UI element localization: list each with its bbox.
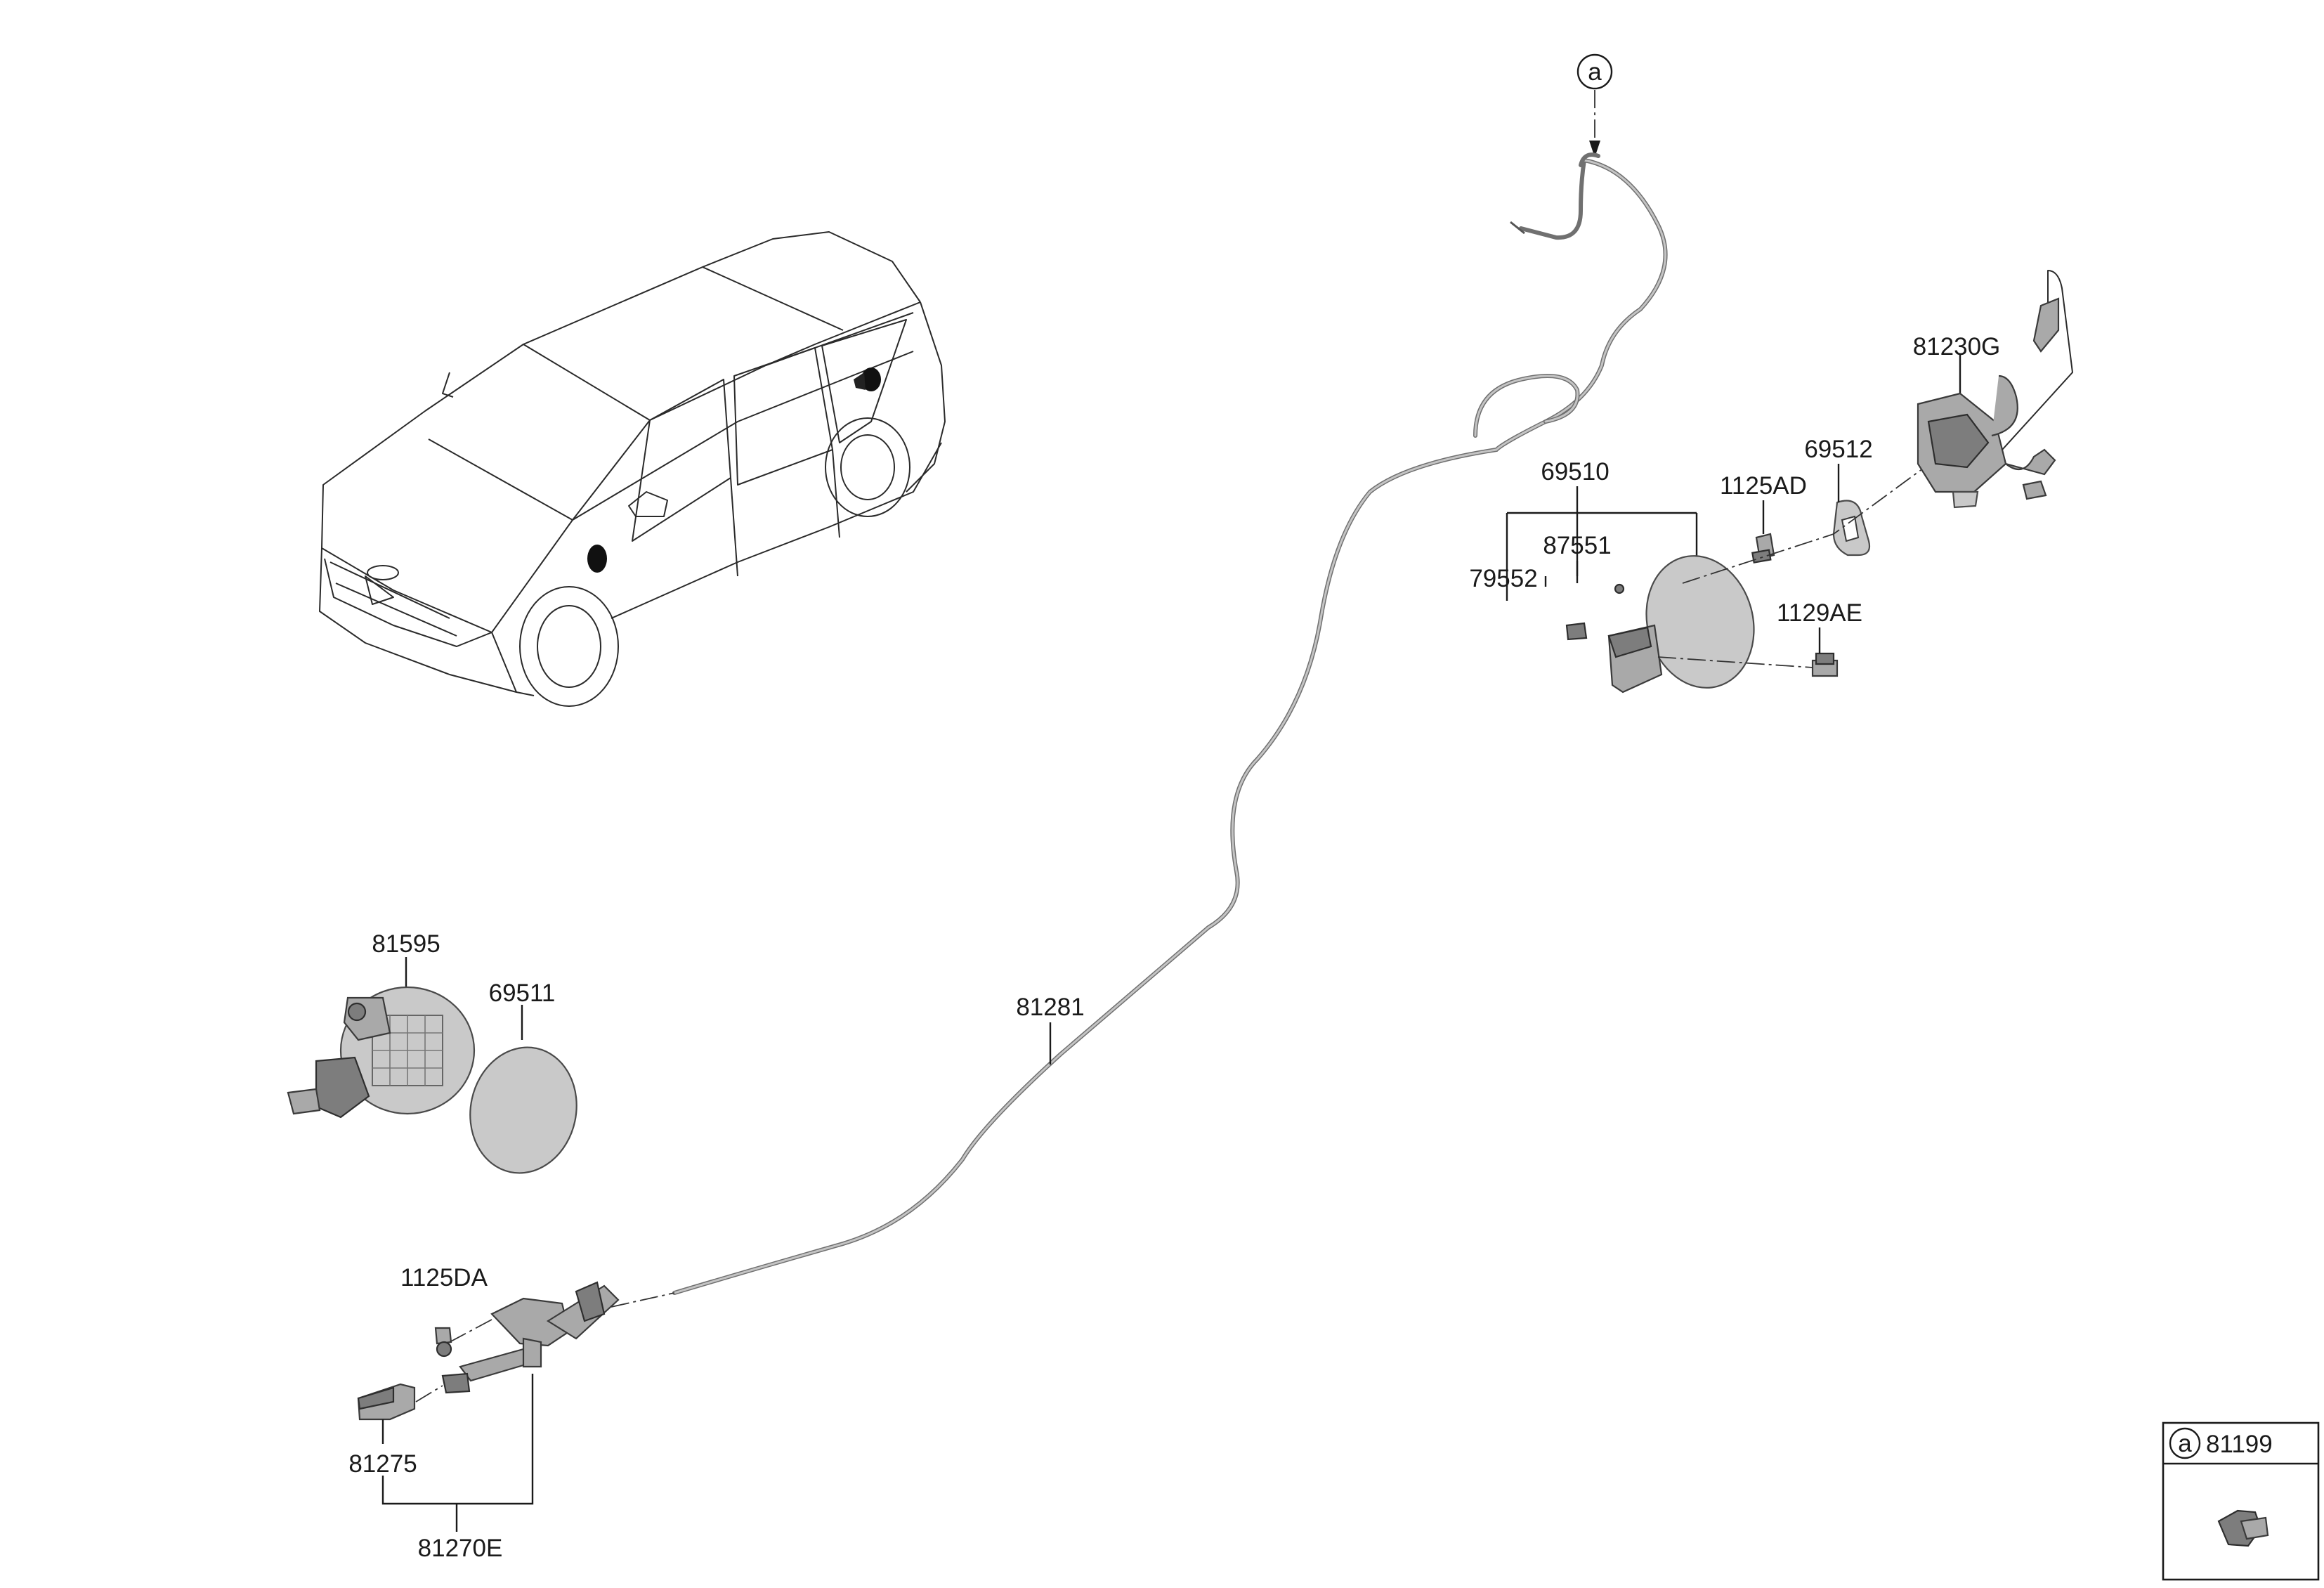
label-81270E: 81270E	[418, 1535, 503, 1562]
label-81230G: 81230G	[1913, 333, 2001, 360]
label-81595: 81595	[372, 930, 440, 958]
release-cable	[672, 152, 1668, 1295]
label-79552: 79552	[1469, 565, 1537, 592]
label-69510: 69510	[1541, 458, 1609, 486]
label-1125DA: 1125DA	[400, 1264, 488, 1291]
callout-a: a	[1576, 53, 1613, 157]
callout-a-letter: a	[1588, 58, 1602, 86]
fuel-door-assembly	[1506, 456, 1940, 694]
label-69511: 69511	[489, 980, 556, 1007]
release-lever-assembly	[357, 1281, 675, 1532]
label-1125AD: 1125AD	[1720, 472, 1807, 500]
label-69512: 69512	[1804, 436, 1872, 463]
filler-door	[469, 1005, 577, 1174]
inset-part-number: 81199	[2206, 1431, 2273, 1458]
vehicle-illustration	[319, 231, 946, 707]
label-87551: 87551	[1543, 532, 1611, 559]
fuel-door-actuator	[1917, 270, 2073, 509]
part-labels: 69510 87551 79552 1125AD 69512 81230G 11…	[348, 333, 2000, 1562]
filler-housing	[287, 957, 476, 1119]
label-1129AE: 1129AE	[1777, 599, 1862, 627]
label-81281: 81281	[1016, 994, 1084, 1021]
inset-letter: a	[2178, 1430, 2192, 1457]
label-81275: 81275	[348, 1450, 417, 1478]
inset-box-81199: a 81199	[2162, 1421, 2320, 1581]
